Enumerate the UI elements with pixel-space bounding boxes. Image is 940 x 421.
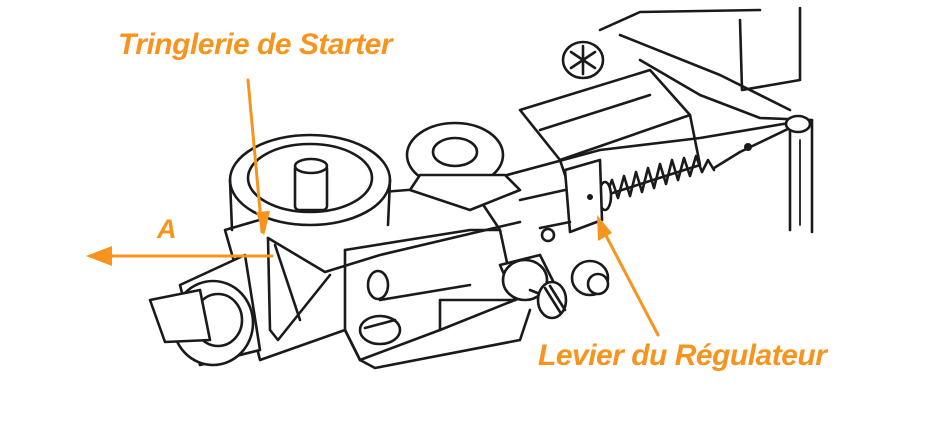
mounting-bolt — [561, 40, 605, 80]
throttle-cable — [468, 114, 812, 187]
engine-housing — [598, 6, 814, 234]
label-governor-lever: Levier du Régulateur — [538, 339, 827, 372]
pointer-choke-linkage — [246, 78, 270, 236]
idle-adjust-screw — [498, 253, 568, 320]
label-direction-a: A — [157, 214, 177, 244]
jet-screw — [358, 269, 402, 346]
intake-tube — [148, 253, 262, 367]
float-bowl-base — [343, 308, 532, 370]
mixture-screw — [570, 259, 610, 297]
pointer-direction-a — [86, 246, 274, 266]
choke-linkage-wire — [266, 220, 522, 342]
label-choke-linkage: Tringlerie de Starter — [118, 28, 393, 61]
carburetor-venturi — [228, 133, 392, 232]
governor-lever-bracket — [518, 158, 604, 243]
governor-spring — [597, 126, 792, 212]
throttle-plate — [405, 121, 522, 212]
throttle-shaft-housing — [518, 68, 702, 207]
pointer-governor-lever — [597, 215, 660, 337]
